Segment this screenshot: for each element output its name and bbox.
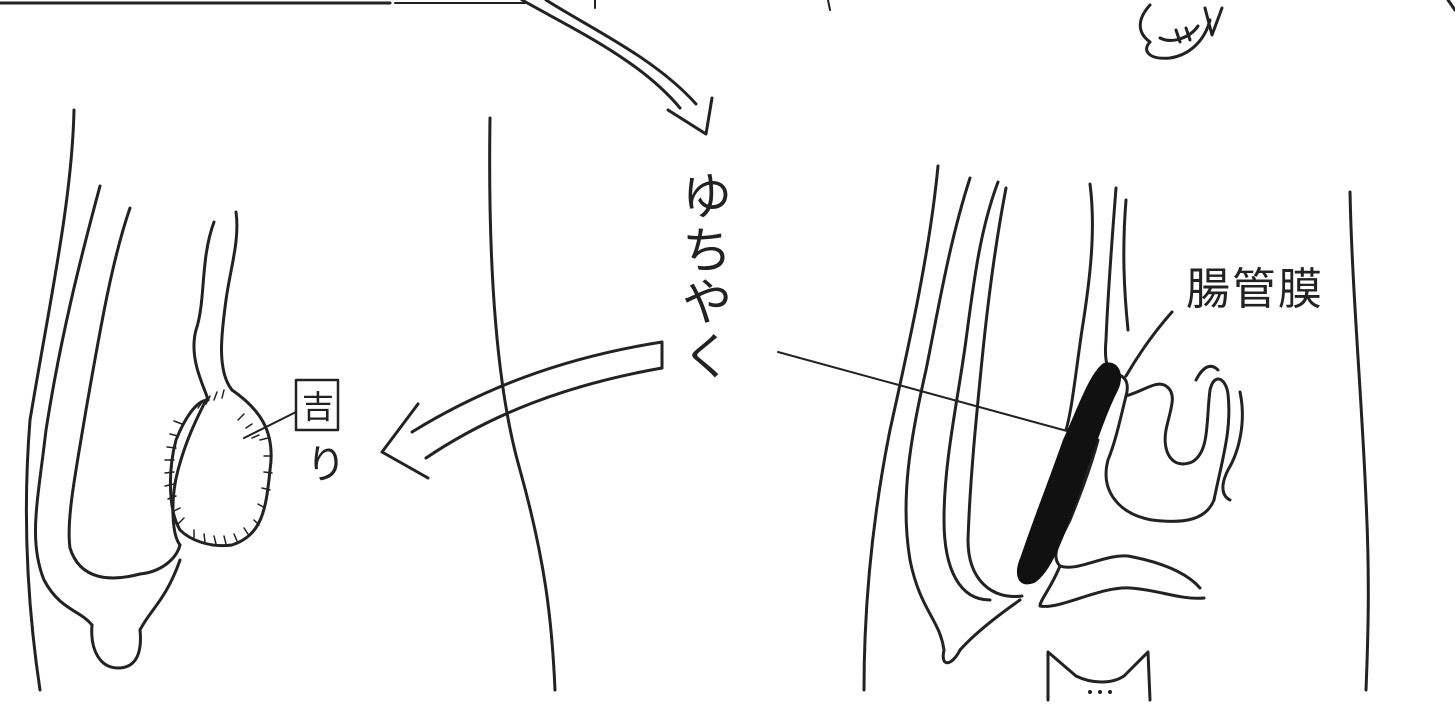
adhesion-kanji-label: 吉: [302, 388, 334, 426]
yuchaku-vertical-label: ゆ ち や く: [682, 168, 732, 386]
yuchaku-char-4: く: [682, 328, 732, 386]
mesentery-label: 腸管膜: [1186, 264, 1324, 315]
yuchaku-char-3: や: [682, 274, 732, 332]
right-body-figure: [864, 166, 1368, 700]
yuchaku-char-1: ゆ: [682, 168, 732, 226]
left-body-figure: [26, 110, 555, 690]
top-partial-strokes: [0, 0, 1455, 10]
bottom-cat-doodle-dots: [1088, 690, 1112, 694]
top-right-partial-doodle: [1140, 5, 1222, 58]
adhesion-ri-label: り: [306, 442, 346, 488]
yuchaku-char-2: ち: [682, 222, 732, 280]
top-hollow-arrow: [522, 0, 712, 134]
left-hollow-arrow: [382, 342, 662, 478]
